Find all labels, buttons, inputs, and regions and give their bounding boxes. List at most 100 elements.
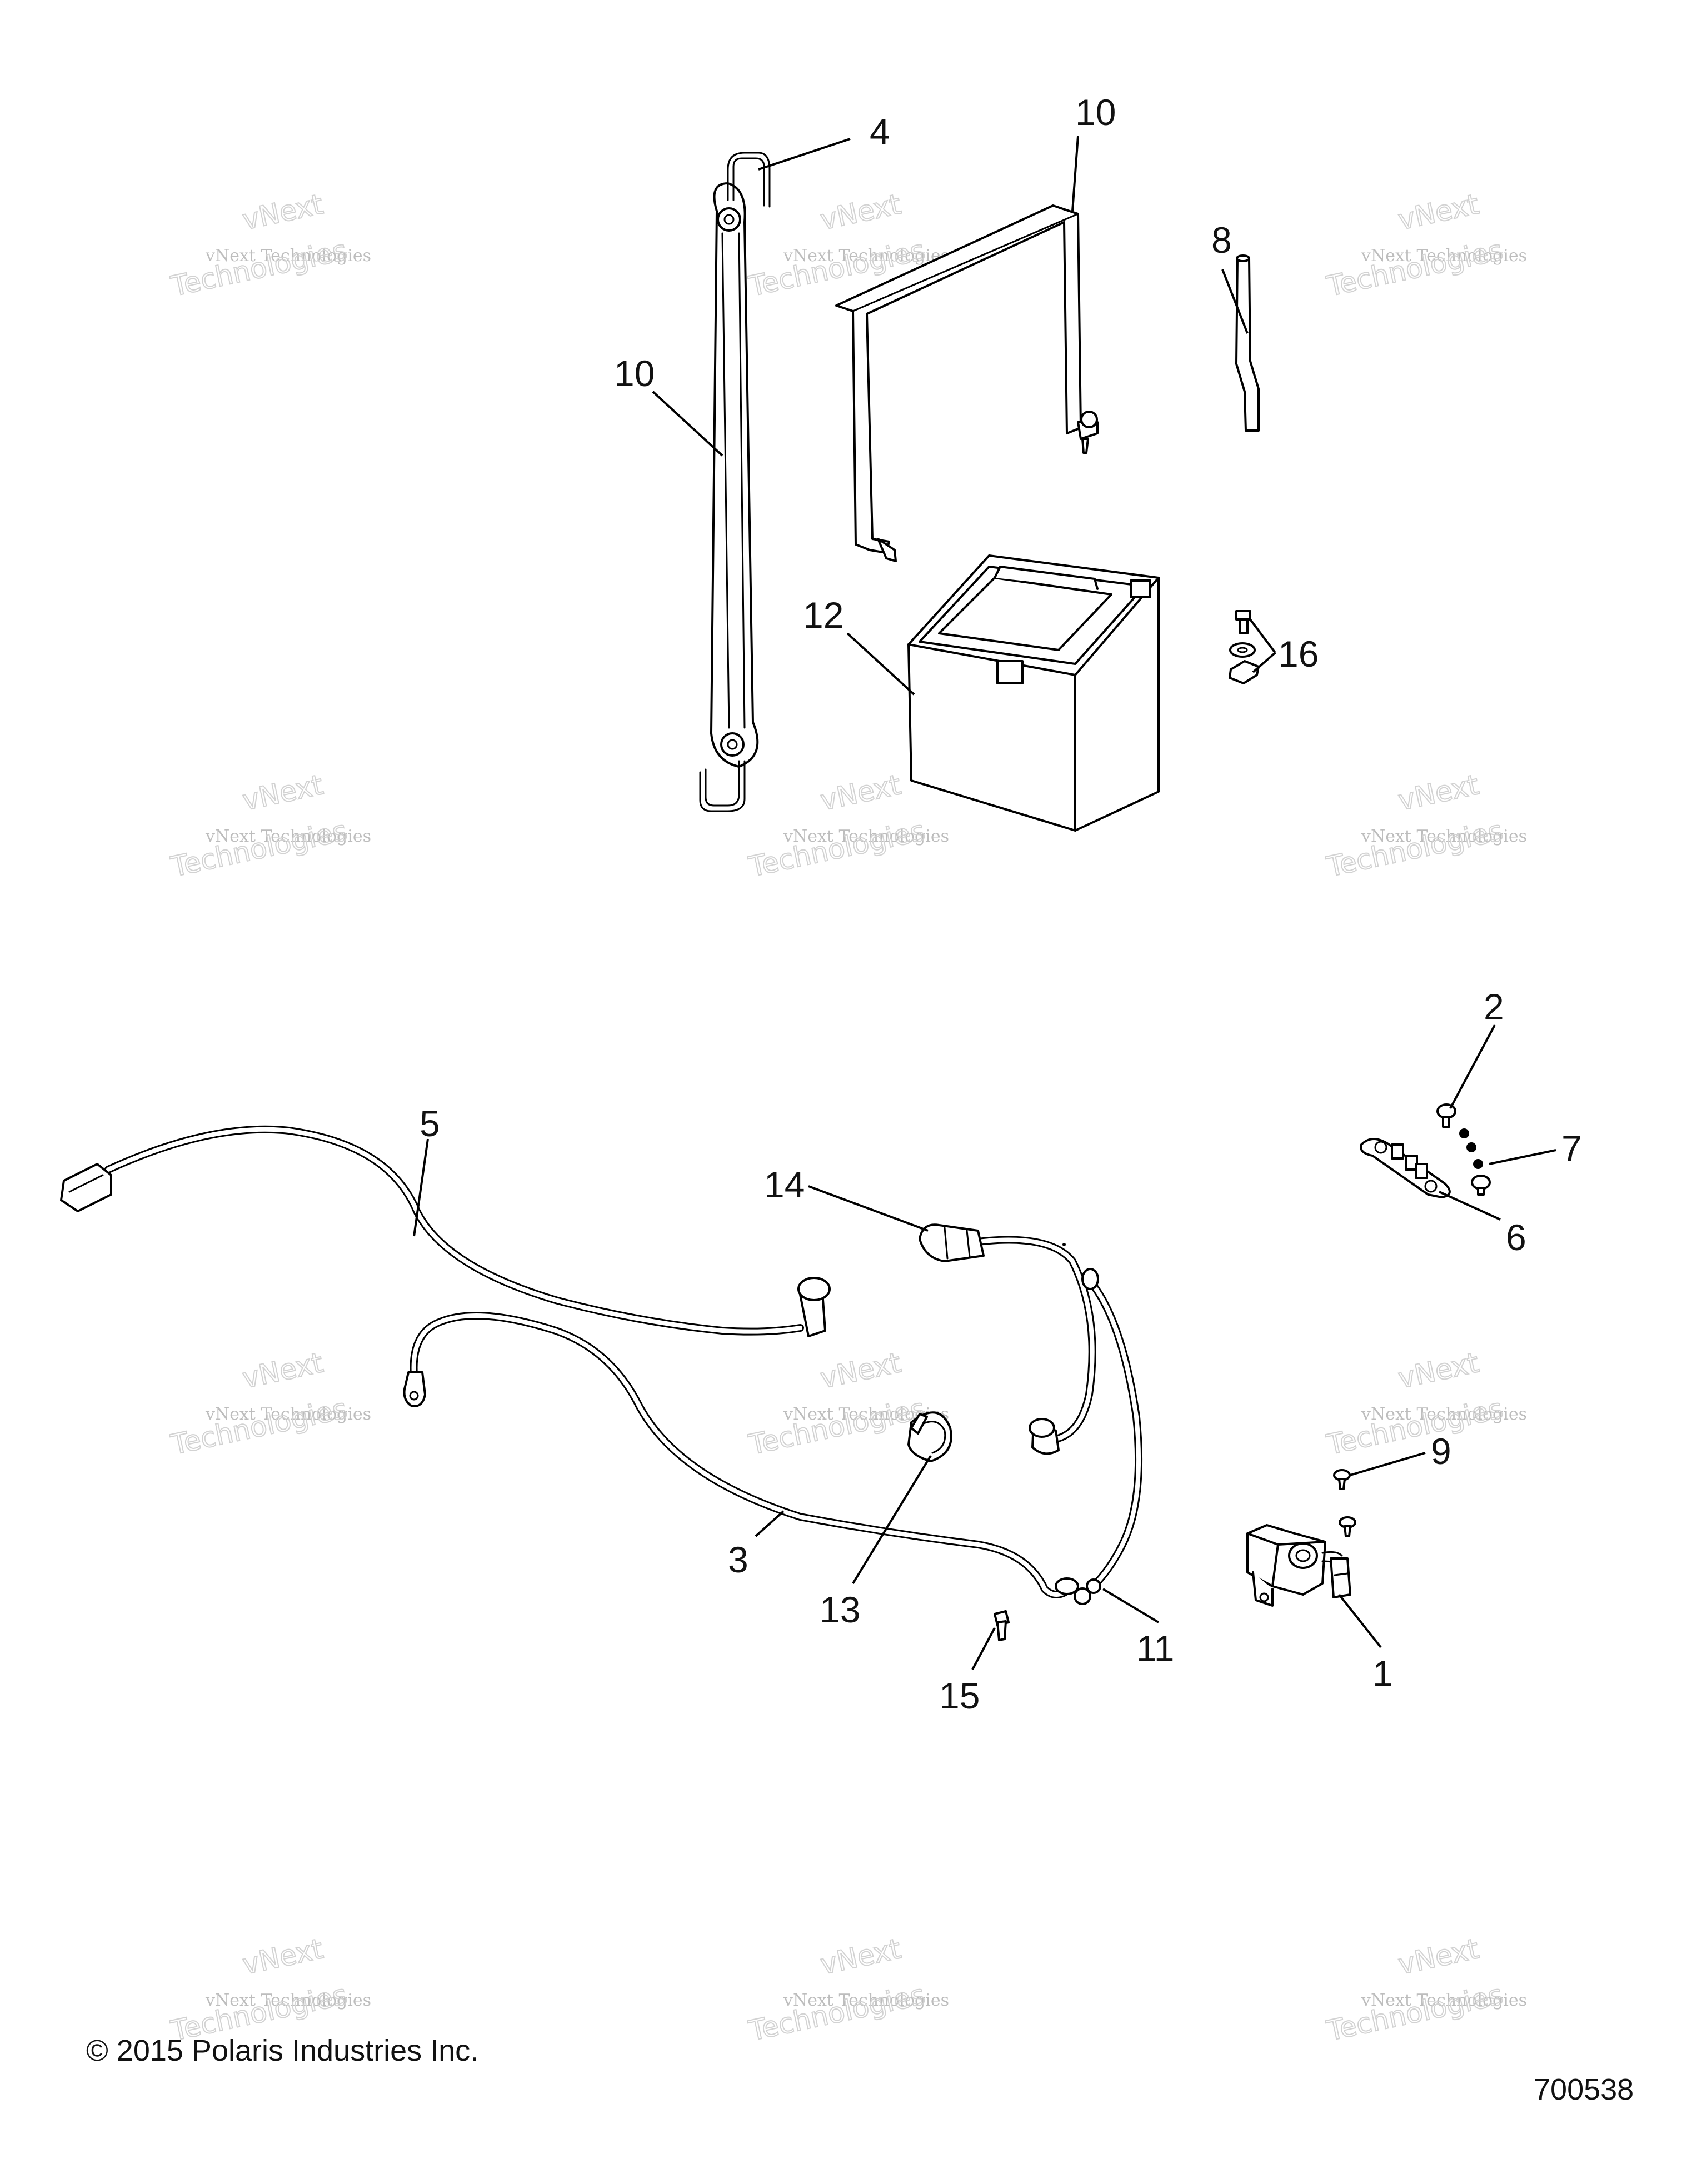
watermark-line3: Technologies xyxy=(1324,1392,1505,1461)
callout-3: 3 xyxy=(728,1539,748,1580)
part-battery-bolt-nut xyxy=(1229,610,1260,684)
watermark-9: vNext vNext Technologies Technologies xyxy=(1323,1346,1527,1462)
watermark-line1: vNext xyxy=(239,188,326,236)
part-cable-clamp xyxy=(907,1411,952,1462)
leader-15 xyxy=(971,1627,996,1670)
watermark-line3: Technologies xyxy=(746,814,927,883)
leader-1 xyxy=(1338,1593,1382,1648)
watermark-line2: vNext Technologies xyxy=(205,1405,371,1424)
leader-4 xyxy=(758,138,851,171)
watermark-line3: Technologies xyxy=(1324,814,1505,883)
callout-12: 12 xyxy=(803,594,843,636)
callout-16: 16 xyxy=(1278,633,1319,674)
leader-6 xyxy=(1439,1191,1501,1221)
watermark-line1: vNext xyxy=(239,1932,326,1981)
watermark-line2: vNext Technologies xyxy=(783,827,949,846)
copyright-text: © 2015 Polaris Industries Inc. xyxy=(86,2034,479,2067)
watermark-10: vNext vNext Technologies Technologies xyxy=(167,1932,371,2048)
part-battery-strap-rubber xyxy=(710,182,759,768)
watermark-line2: vNext Technologies xyxy=(1361,246,1527,266)
part-negative-cable xyxy=(1074,1268,1143,1605)
watermark-line2: vNext Technologies xyxy=(205,827,371,846)
callout-9: 9 xyxy=(1431,1431,1451,1472)
watermark-line3: Technologies xyxy=(746,1978,927,2047)
callout-4: 4 xyxy=(870,111,890,152)
stray-dot xyxy=(1062,1243,1066,1246)
callout-10-strap: 10 xyxy=(614,353,655,394)
watermark-7: vNext vNext Technologies Technologies xyxy=(167,1346,371,1462)
watermark-line1: vNext xyxy=(1395,188,1481,236)
figure-number: 700538 xyxy=(1534,2073,1634,2106)
callout-10-bracket: 10 xyxy=(1075,92,1116,133)
watermark-line2: vNext Technologies xyxy=(783,246,949,266)
part-battery-bracket xyxy=(835,204,1099,562)
callout-5: 5 xyxy=(420,1103,440,1144)
part-power-outlet xyxy=(1246,1524,1351,1607)
watermark-line1: vNext xyxy=(1395,1932,1481,1981)
part-screws xyxy=(1333,1469,1356,1537)
leader-5 xyxy=(413,1138,429,1237)
callout-7: 7 xyxy=(1561,1128,1582,1169)
watermark-4: vNext vNext Technologies Technologies xyxy=(167,768,371,884)
part-harness-cable xyxy=(60,1125,831,1337)
watermark-line2: vNext Technologies xyxy=(783,1991,949,2010)
leader-8 xyxy=(1221,269,1249,334)
watermark-line3: Technologies xyxy=(1324,234,1505,303)
part-terminal-nuts xyxy=(1459,1128,1491,1196)
leader-9 xyxy=(1350,1452,1426,1476)
watermark-6: vNext vNext Technologies Technologies xyxy=(1323,768,1527,884)
watermark-line2: vNext Technologies xyxy=(205,246,371,266)
leader-lines xyxy=(413,136,1556,1670)
leader-16b xyxy=(1252,652,1276,673)
leader-3 xyxy=(755,1510,785,1537)
leader-11 xyxy=(1102,1588,1160,1623)
callout-15: 15 xyxy=(939,1675,980,1716)
part-battery xyxy=(907,554,1160,832)
part-ground-cable xyxy=(403,1312,1079,1598)
watermark-11: vNext vNext Technologies Technologies xyxy=(745,1932,949,2048)
watermark-line2: vNext Technologies xyxy=(1361,1405,1527,1424)
leader-14 xyxy=(808,1185,929,1232)
watermark-line1: vNext xyxy=(817,1932,904,1981)
callout-13: 13 xyxy=(820,1589,860,1630)
leader-10b xyxy=(1071,136,1079,212)
part-push-fastener xyxy=(994,1610,1010,1641)
watermark-line2: vNext Technologies xyxy=(205,1991,371,2010)
part-positive-cable xyxy=(919,1223,1096,1455)
callout-1: 1 xyxy=(1372,1653,1393,1694)
watermark-5: vNext vNext Technologies Technologies xyxy=(745,768,949,884)
watermark-line2: vNext Technologies xyxy=(1361,827,1527,846)
watermark-line3: Technologies xyxy=(168,814,350,883)
watermark-3: vNext vNext Technologies Technologies xyxy=(1323,187,1527,303)
watermark-12: vNext vNext Technologies Technologies xyxy=(1323,1932,1527,2048)
leader-13 xyxy=(852,1455,932,1585)
part-strap-hook-bottom xyxy=(699,760,746,812)
watermark-line3: Technologies xyxy=(168,234,350,303)
leader-7 xyxy=(1489,1149,1556,1165)
callout-2: 2 xyxy=(1484,986,1504,1027)
watermark-layer: vNext vNext Technologies Technologies vN… xyxy=(167,187,1527,2048)
leader-16a xyxy=(1249,618,1276,654)
watermark-1: vNext vNext Technologies Technologies xyxy=(167,187,371,303)
watermark-line3: Technologies xyxy=(746,1392,927,1461)
watermark-line1: vNext xyxy=(817,188,904,236)
callout-6: 6 xyxy=(1506,1217,1526,1258)
watermark-line1: vNext xyxy=(239,768,326,817)
callout-8: 8 xyxy=(1211,219,1232,261)
callout-labels: 4 10 10 8 12 16 2 7 6 5 14 9 3 13 11 1 1… xyxy=(420,92,1582,1716)
watermark-line2: vNext Technologies xyxy=(1361,1991,1527,2010)
leader-10a xyxy=(652,391,723,457)
watermark-line1: vNext xyxy=(239,1346,326,1395)
watermark-line3: Technologies xyxy=(1324,1978,1505,2047)
callout-11: 11 xyxy=(1136,1628,1175,1669)
part-vent-tube xyxy=(1235,254,1260,432)
leader-2 xyxy=(1449,1024,1496,1109)
part-terminal-block xyxy=(1360,1138,1451,1198)
leader-12 xyxy=(846,632,915,696)
part-strap-hook-top xyxy=(727,152,771,208)
watermark-line1: vNext xyxy=(1395,768,1481,817)
part-terminal-screw xyxy=(1436,1103,1456,1128)
watermark-line1: vNext xyxy=(1395,1346,1481,1395)
watermark-line1: vNext xyxy=(817,768,904,817)
